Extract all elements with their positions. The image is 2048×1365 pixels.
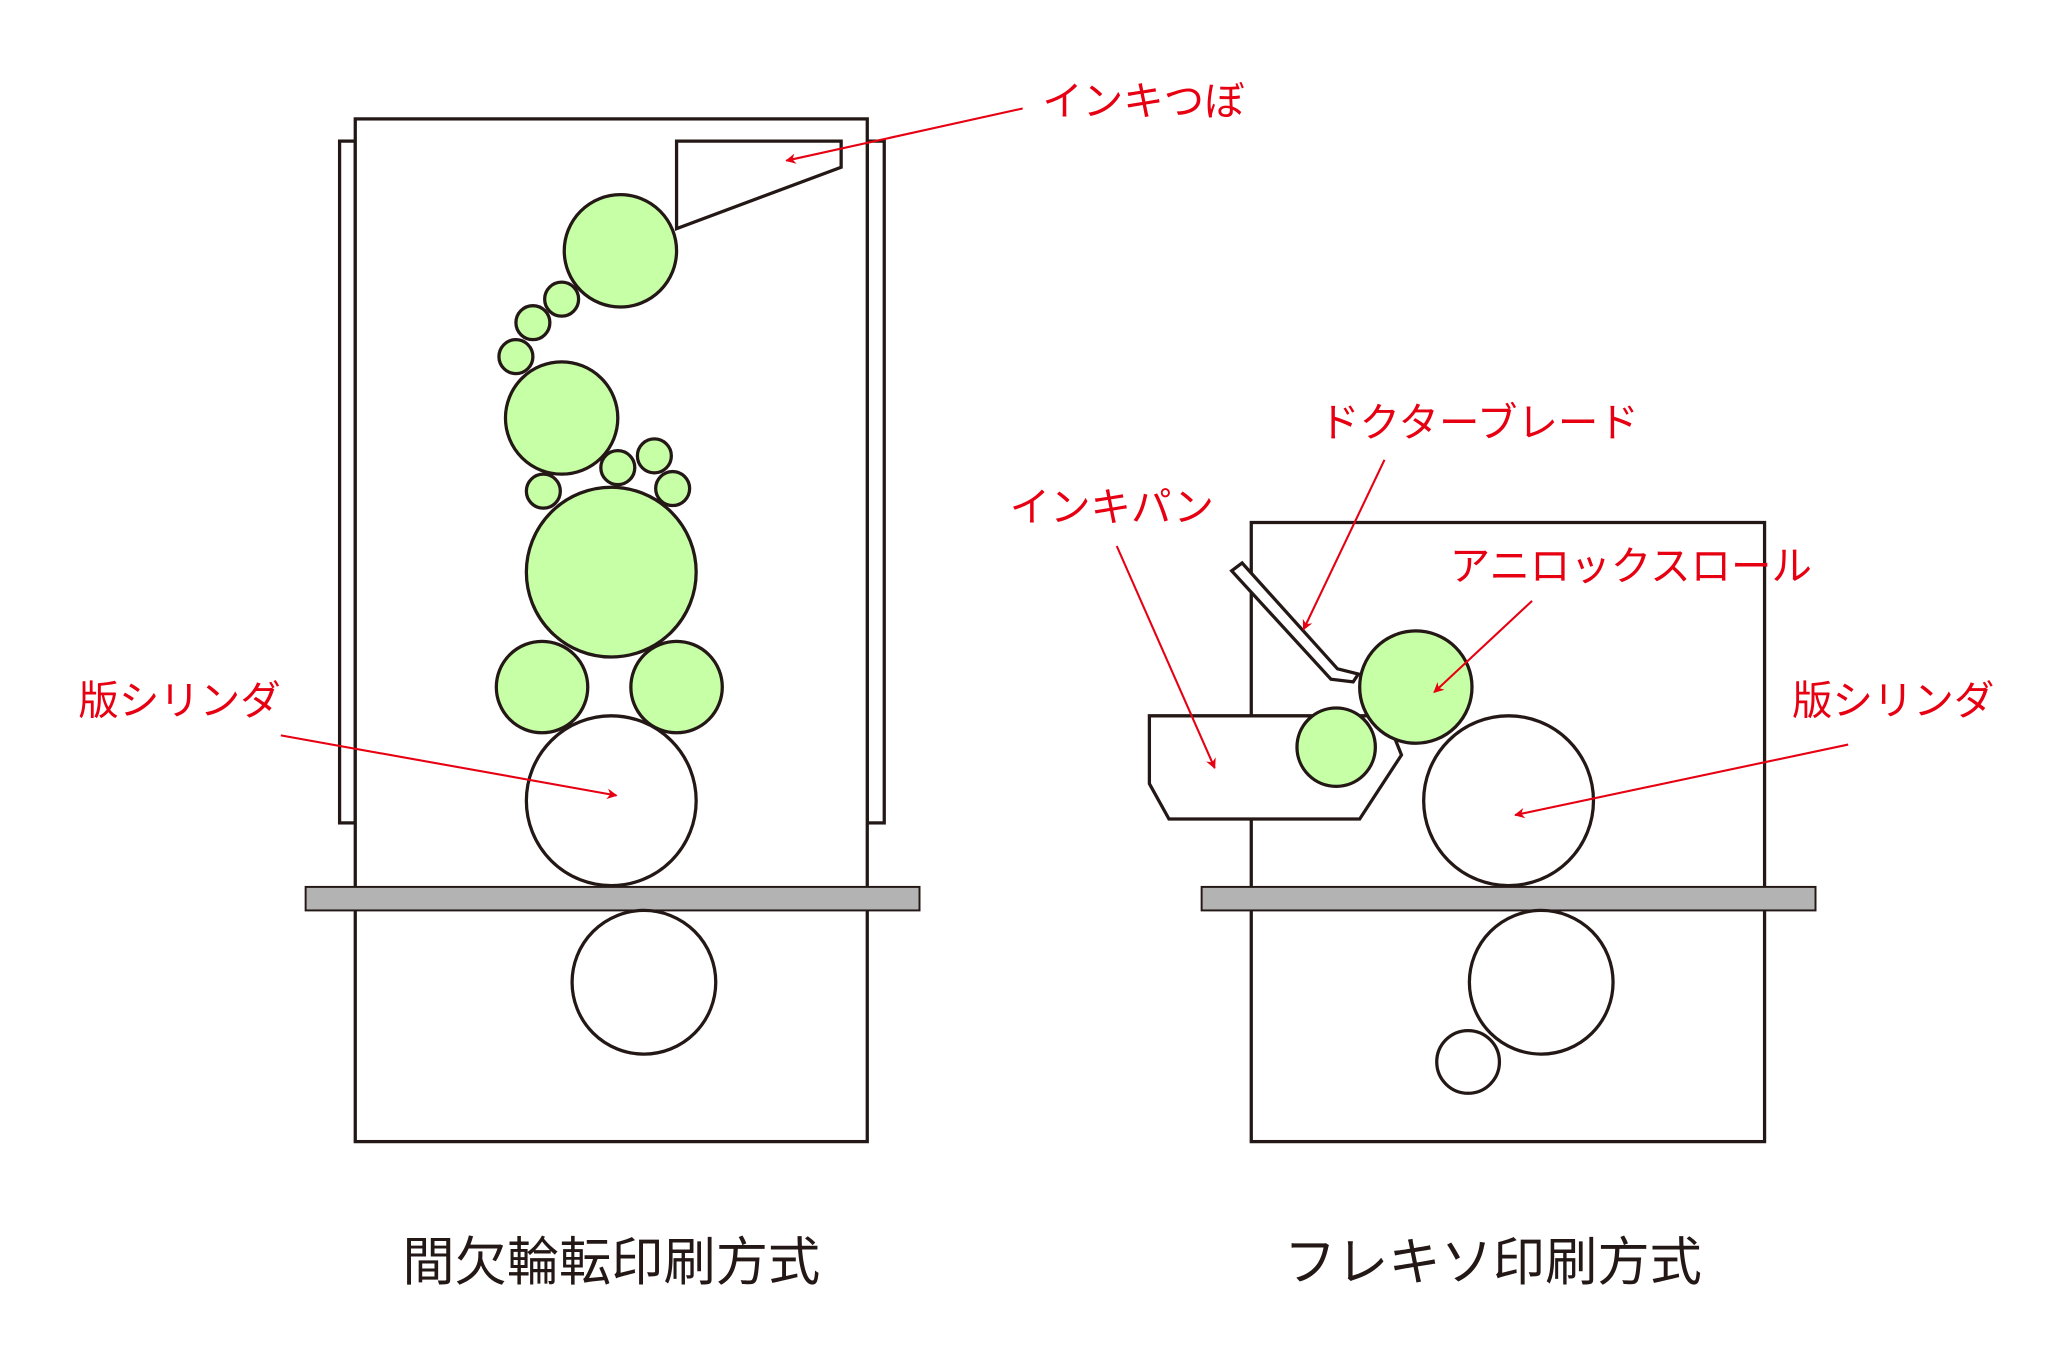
arrow-doctor-blade xyxy=(1302,459,1386,631)
arrow-anilox-roll xyxy=(1433,600,1533,694)
label-ink-pan: インキパン xyxy=(1010,483,1214,531)
arrow-ink-pan xyxy=(1115,545,1216,770)
intermittent-rotary-press: インキつぼ 版シリンダ 間欠輪転印刷方式 xyxy=(78,77,1244,1293)
fountain-roller xyxy=(1295,706,1377,788)
ink-drum xyxy=(503,360,620,476)
plate-cylinder xyxy=(524,714,698,888)
substrate-web xyxy=(1200,885,1817,912)
impression-cylinder xyxy=(1467,908,1615,1056)
form-roller xyxy=(494,639,590,735)
ink-roller xyxy=(514,304,552,342)
label-plate-cylinder-right: 版シリンダ xyxy=(1792,677,1994,725)
form-roller xyxy=(629,639,724,735)
left-side-frame xyxy=(337,139,357,825)
arrow-plate-cylinder-right xyxy=(1514,743,1849,819)
doctor-blade xyxy=(1229,560,1362,684)
ink-roller xyxy=(497,338,535,376)
right-side-frame xyxy=(865,139,886,825)
label-anilox-roll: アニロックスロール xyxy=(1450,542,1812,590)
ink-roller xyxy=(635,437,673,475)
ink-roller xyxy=(543,280,581,318)
title-intermittent-rotary: 間欠輪転印刷方式 xyxy=(402,1233,820,1293)
label-plate-cylinder-left: 版シリンダ xyxy=(78,677,280,725)
title-flexo: フレキソ印刷方式 xyxy=(1284,1233,1702,1293)
ink-roller xyxy=(599,449,637,487)
fountain-roller xyxy=(562,193,679,309)
flexo-press: ドクターブレード インキパン アニロックスロール 版シリンダ フレキソ印刷方式 xyxy=(1010,398,1995,1293)
anilox-roll xyxy=(1358,629,1474,745)
ink-fountain xyxy=(674,139,843,231)
substrate-web xyxy=(304,885,921,912)
label-ink-fountain: インキつぼ xyxy=(1042,77,1244,125)
ink-drum-large xyxy=(524,485,698,659)
ink-roller xyxy=(524,472,562,510)
impression-cylinder xyxy=(570,908,718,1056)
label-doctor-blade: ドクターブレード xyxy=(1319,398,1639,446)
plate-cylinder xyxy=(1422,714,1596,888)
arrow-plate-cylinder-left xyxy=(280,734,618,799)
ink-roller xyxy=(654,469,692,508)
guide-roller xyxy=(1435,1028,1502,1095)
arrow-ink-fountain xyxy=(785,107,1023,164)
